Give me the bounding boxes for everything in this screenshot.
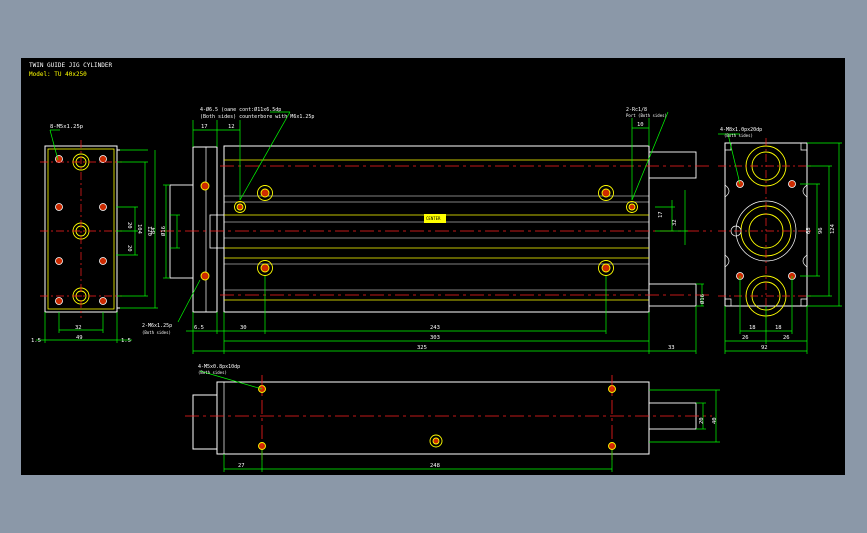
dim-20-lower-view: 20 [699, 417, 705, 424]
right-end-view: 18 18 26 26 92 68 96 124 4-M8x1.0px20dp … [718, 127, 842, 354]
dim-26-left: 26 [742, 335, 749, 341]
dim-40: 40 [712, 417, 718, 424]
callout-top-holes-1: 4-Ø6.5 (oane cont:Ø11x6.5dp [200, 106, 281, 113]
dim-6-5: 6.5 [194, 325, 204, 331]
dim-248: 248 [430, 463, 440, 469]
callout-right-end-2: (Both sides) [724, 133, 753, 138]
drawing-model: Model: TU 40x250 [29, 71, 87, 78]
callout-right-end-1: 4-M8x1.0px20dp [720, 127, 762, 133]
dim-20-upper: 20 [126, 222, 132, 229]
dim-303: 303 [430, 335, 440, 341]
dim-92: 92 [761, 345, 768, 351]
callout-port-1: 2-Rc1/8 [626, 107, 647, 113]
dim-243: 243 [430, 325, 440, 331]
dim-18-right: 18 [775, 325, 782, 331]
dim-33: 33 [668, 345, 675, 351]
dim-325: 325 [417, 345, 427, 351]
callout-lower-2: (Both sides) [198, 370, 227, 375]
dim-26-right: 26 [783, 335, 790, 341]
dim-96: 96 [818, 227, 824, 234]
dim-32-left-end: 32 [75, 325, 82, 331]
dim-17-right: 17 [658, 211, 664, 218]
dim-1-5-right: 1.5 [121, 338, 131, 344]
main-side-view: CENTER [142, 106, 712, 354]
dim-68: 68 [806, 227, 812, 234]
dim-104: 104 [136, 224, 142, 235]
dim-1-5-left: 1.5 [31, 338, 41, 344]
dim-30: 30 [240, 325, 247, 331]
cad-viewport[interactable]: TWIN GUIDE JIG CYLINDER Model: TU 40x250 [21, 58, 845, 475]
dim-120: 120 [146, 226, 152, 236]
dim-10-top: 10 [637, 122, 644, 128]
dim-phi16-rod: Ø16 [699, 294, 706, 304]
dim-phi16-left: Ø16 [160, 226, 167, 236]
callout-left-bottom-1: 2-M6x1.25p [142, 323, 172, 329]
dim-32-right: 32 [672, 219, 678, 226]
dim-84: 84 [151, 227, 157, 234]
callout-left-bottom-2: (Both sides) [142, 330, 171, 335]
callout-port-2: Port (Both sides) [626, 113, 667, 118]
dim-49: 49 [76, 335, 83, 341]
cad-drawing: TWIN GUIDE JIG CYLINDER Model: TU 40x250 [29, 62, 842, 472]
callout-lower-1: 4-M5x0.8px10dp [198, 364, 240, 370]
dim-17-top: 17 [201, 124, 208, 130]
left-end-view: 32 49 1.5 1.5 20 20 104 120 8-M5x1.25p [31, 124, 158, 344]
dim-124: 124 [830, 223, 836, 234]
lower-view: 27 248 20 40 4-M5x0.8px10dp (Both sides) [185, 364, 720, 472]
drawing-title: TWIN GUIDE JIG CYLINDER [29, 62, 112, 69]
callout-left-end-thread: 8-M5x1.25p [50, 124, 83, 130]
callout-top-holes-2: (Both sides) counterbore with M6x1.25p [200, 114, 314, 120]
center-tag: CENTER [426, 216, 441, 221]
dim-27: 27 [238, 463, 245, 469]
dim-18-left: 18 [749, 325, 756, 331]
dim-20-lower: 20 [126, 245, 132, 252]
dim-12-top: 12 [228, 124, 235, 130]
